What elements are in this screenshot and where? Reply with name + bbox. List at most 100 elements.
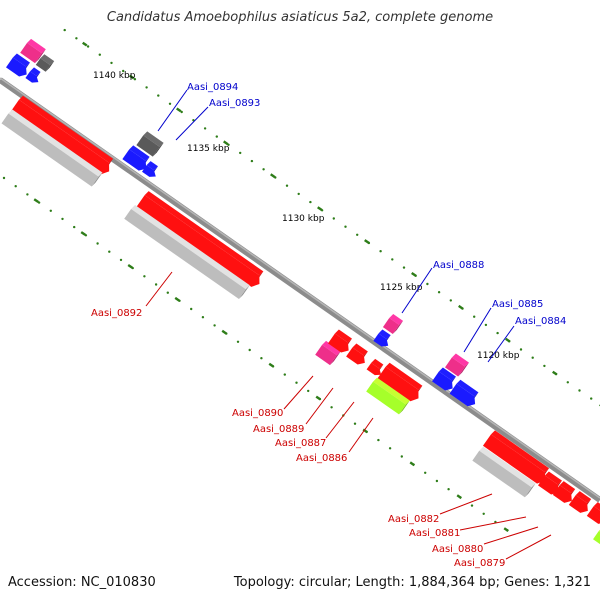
gene-aasi-0887-top: [352, 343, 368, 356]
gene-aasi-0894[interactable]: [136, 131, 164, 157]
outer-ruler-dot: [473, 315, 476, 318]
gene-aasi-0892-red[interactable]: [136, 191, 264, 287]
gene-aasi-0893[interactable]: [122, 145, 150, 171]
gene-aasi-0892-gray-face: [124, 208, 246, 300]
gene-aasi-0889-face: [328, 333, 349, 353]
label-aasi-0884[interactable]: Aasi_0884: [515, 316, 566, 327]
leader-aasi-0892: [145, 271, 173, 307]
outer-ruler-dot: [426, 282, 429, 286]
label-aasi-0888[interactable]: Aasi_0888: [433, 260, 484, 271]
label-aasi-0881[interactable]: Aasi_0881: [409, 528, 460, 539]
gene-aasi-0888b[interactable]: [373, 329, 391, 347]
gene-aasi-0880-top: [559, 481, 576, 494]
gene-aasi-0885b[interactable]: [432, 367, 456, 391]
label-aasi-0887[interactable]: Aasi_0887: [275, 438, 326, 449]
outer-ruler-dot: [157, 94, 160, 97]
outer-ruler-dot: [590, 397, 593, 400]
leader-aasi-0884: [487, 325, 515, 363]
gene-pink-top[interactable]: [20, 38, 46, 64]
gene-aasi-0892-gray-side: [238, 285, 250, 300]
label-aasi-0885[interactable]: Aasi_0885: [492, 299, 543, 310]
gene-aasi-0882-red[interactable]: [482, 430, 550, 484]
gene-blue-top-b-face: [25, 71, 39, 83]
inner-ruler-dot: [283, 373, 286, 376]
gene-gray-top-left[interactable]: [1, 109, 103, 187]
gene-aasi-0885b-top: [438, 367, 456, 381]
outer-ruler-dot: [145, 86, 148, 89]
gene-aasi-0880[interactable]: [552, 481, 576, 503]
gene-aasi-0879[interactable]: [568, 491, 592, 513]
outer-ruler-tick: [364, 239, 370, 244]
outer-ruler-dot: [75, 37, 78, 40]
label-aasi-0886[interactable]: Aasi_0886: [296, 453, 347, 464]
inner-ruler-dot: [470, 504, 474, 507]
gene-pink-top-face: [20, 42, 42, 64]
gene-edge-red-top: [593, 502, 600, 511]
outer-ruler-dot: [391, 258, 394, 261]
outer-ruler-dot: [332, 217, 335, 220]
gene-aasi-0887[interactable]: [346, 343, 368, 365]
gene-aasi-0893b-face: [142, 165, 156, 177]
gene-aasi-0887b[interactable]: [366, 358, 384, 376]
leader-aasi-0882: [439, 493, 493, 515]
gene-aasi-0881[interactable]: [538, 471, 562, 495]
gene-aasi-0889-top: [334, 329, 352, 343]
label-aasi-0880[interactable]: Aasi_0880: [432, 544, 483, 555]
gene-red-top-left[interactable]: [10, 95, 114, 175]
gene-aasi-0882[interactable]: [472, 446, 536, 498]
gene-edge-lime[interactable]: [593, 527, 600, 545]
outer-ruler-dot: [309, 200, 312, 204]
inner-ruler-dot: [190, 307, 193, 311]
inner-ruler-dot: [143, 275, 146, 278]
leader-aasi-0886: [348, 417, 374, 453]
label-aasi-0893[interactable]: Aasi_0893: [209, 98, 260, 109]
gene-darkgray-top-side: [45, 61, 55, 72]
gene-aasi-0889[interactable]: [328, 329, 352, 353]
outer-ruler-dot: [122, 69, 125, 73]
gene-edge-red[interactable]: [586, 502, 600, 524]
gene-aasi-0893b[interactable]: [142, 161, 158, 177]
gene-aasi-0890[interactable]: [315, 340, 341, 366]
outer-ruler-dot: [86, 45, 90, 48]
gene-blue-top-b[interactable]: [25, 67, 41, 83]
gene-darkgray-top[interactable]: [35, 54, 55, 72]
gene-aasi-0885[interactable]: [445, 353, 469, 377]
leader-aasi-0885: [463, 307, 492, 353]
gene-aasi-0888[interactable]: [382, 314, 404, 334]
outer-ruler-dot: [133, 78, 137, 81]
inner-ruler-dot: [37, 201, 41, 204]
outer-ruler-dot: [180, 110, 183, 114]
label-aasi-0894[interactable]: Aasi_0894: [187, 82, 238, 93]
inner-ruler-tick: [80, 231, 86, 236]
inner-ruler-dot: [377, 438, 380, 442]
leader-aasi-0889: [305, 387, 334, 425]
outer-ruler-dot: [110, 61, 113, 65]
gene-edge-lime-face: [593, 531, 600, 545]
leader-aasi-0894: [157, 89, 188, 132]
gene-aasi-0893-face: [122, 149, 147, 171]
gene-red-top-left-face: [10, 99, 110, 175]
label-aasi-0889[interactable]: Aasi_0889: [253, 424, 304, 435]
gene-aasi-0886[interactable]: [366, 377, 410, 415]
leader-aasi-0879: [505, 534, 552, 560]
inner-ruler-dot: [435, 479, 439, 483]
inner-ruler-tick: [362, 428, 368, 434]
outer-ruler-dot: [402, 266, 406, 269]
inner-ruler-dot: [424, 471, 427, 474]
label-aasi-0882[interactable]: Aasi_0882: [388, 514, 439, 525]
gene-aasi-0886-side: [398, 400, 410, 415]
label-aasi-0879[interactable]: Aasi_0879: [454, 558, 505, 569]
gene-aasi-0888-side: [392, 320, 404, 334]
gene-aasi-0884[interactable]: [449, 379, 479, 407]
gene-aasi-0886-red[interactable]: [377, 362, 423, 402]
label-aasi-0890[interactable]: Aasi_0890: [232, 408, 283, 419]
gene-blue-top[interactable]: [6, 53, 30, 77]
label-aasi-0892[interactable]: Aasi_0892: [91, 308, 142, 319]
outer-ruler-dot: [531, 356, 534, 359]
gene-aasi-0888b-face: [373, 333, 389, 347]
inner-ruler-dot: [295, 381, 298, 384]
inner-ruler-dot: [400, 455, 403, 458]
gene-aasi-0892-gray[interactable]: [124, 204, 250, 300]
leader-aasi-0893: [175, 106, 209, 141]
gene-aasi-0886-red-face: [377, 366, 419, 402]
